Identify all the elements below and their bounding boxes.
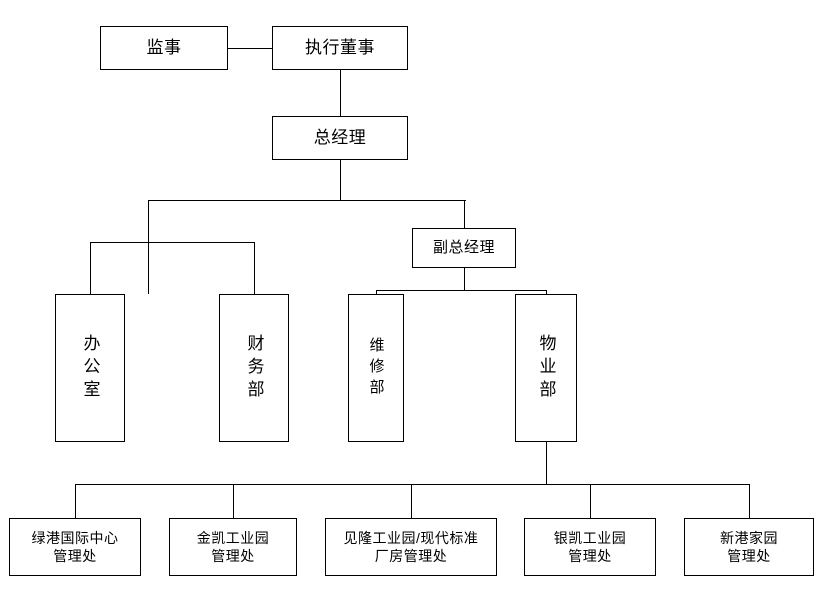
org-node-label: 见隆工业园/现代标准 厂房管理处 — [343, 529, 479, 564]
connector-maintenance-drop — [376, 290, 377, 294]
connector-mgmt1-drop — [75, 484, 76, 518]
connector-mgmt3-drop — [411, 484, 412, 518]
org-node-label: 绿港国际中心 管理处 — [31, 529, 119, 564]
org-node-office[interactable]: 办公室 — [55, 294, 125, 442]
org-node-label: 金凯工业园 管理处 — [196, 529, 270, 564]
connector-mgmt5-drop — [749, 484, 750, 518]
connector-deputy-bus — [376, 290, 546, 291]
org-node-label: 维修部 — [367, 336, 385, 400]
connector-gm-stem — [340, 160, 341, 200]
connector-deputy-drop — [464, 200, 465, 228]
connector-gm-bus-left-drop — [148, 200, 149, 294]
org-node-exec-dir[interactable]: 执行董事 — [272, 26, 408, 70]
org-node-mgmt-5[interactable]: 新港家园 管理处 — [684, 518, 814, 576]
connector-left-branch-bus — [90, 242, 254, 243]
org-node-label: 执行董事 — [305, 37, 375, 57]
org-node-label: 银凯工业园 管理处 — [553, 529, 627, 564]
org-node-mgmt-3[interactable]: 见隆工业园/现代标准 厂房管理处 — [325, 518, 497, 576]
org-node-label: 总经理 — [313, 127, 367, 147]
org-node-label: 物业部 — [536, 333, 556, 403]
connector-exec-to-gm — [340, 70, 341, 116]
org-node-label: 财务部 — [244, 333, 264, 403]
org-node-gm[interactable]: 总经理 — [272, 116, 408, 160]
org-node-property[interactable]: 物业部 — [515, 294, 577, 442]
connector-property-drop — [546, 290, 547, 294]
org-node-mgmt-2[interactable]: 金凯工业园 管理处 — [169, 518, 297, 576]
connector-gm-bus — [148, 200, 466, 201]
org-node-mgmt-4[interactable]: 银凯工业园 管理处 — [524, 518, 656, 576]
connector-mgmt4-drop — [590, 484, 591, 518]
connector-deputy-stem — [464, 268, 465, 290]
org-node-deputy-gm[interactable]: 副总经理 — [412, 228, 516, 268]
org-node-label: 新港家园 管理处 — [720, 529, 778, 564]
connector-office-drop — [90, 242, 91, 294]
connector-mgmt2-drop — [233, 484, 234, 518]
connector-property-stem — [546, 442, 547, 484]
connector-finance-drop — [254, 242, 255, 294]
org-node-label: 监事 — [146, 37, 182, 57]
connector-bottom-bus — [75, 484, 749, 485]
connector-supervisor-to-exec — [228, 48, 272, 49]
org-node-maintenance[interactable]: 维修部 — [348, 294, 404, 442]
org-node-supervisor[interactable]: 监事 — [100, 26, 228, 70]
org-node-label: 副总经理 — [432, 239, 495, 257]
org-node-finance[interactable]: 财务部 — [219, 294, 289, 442]
org-node-mgmt-1[interactable]: 绿港国际中心 管理处 — [9, 518, 141, 576]
org-node-label: 办公室 — [80, 333, 100, 403]
